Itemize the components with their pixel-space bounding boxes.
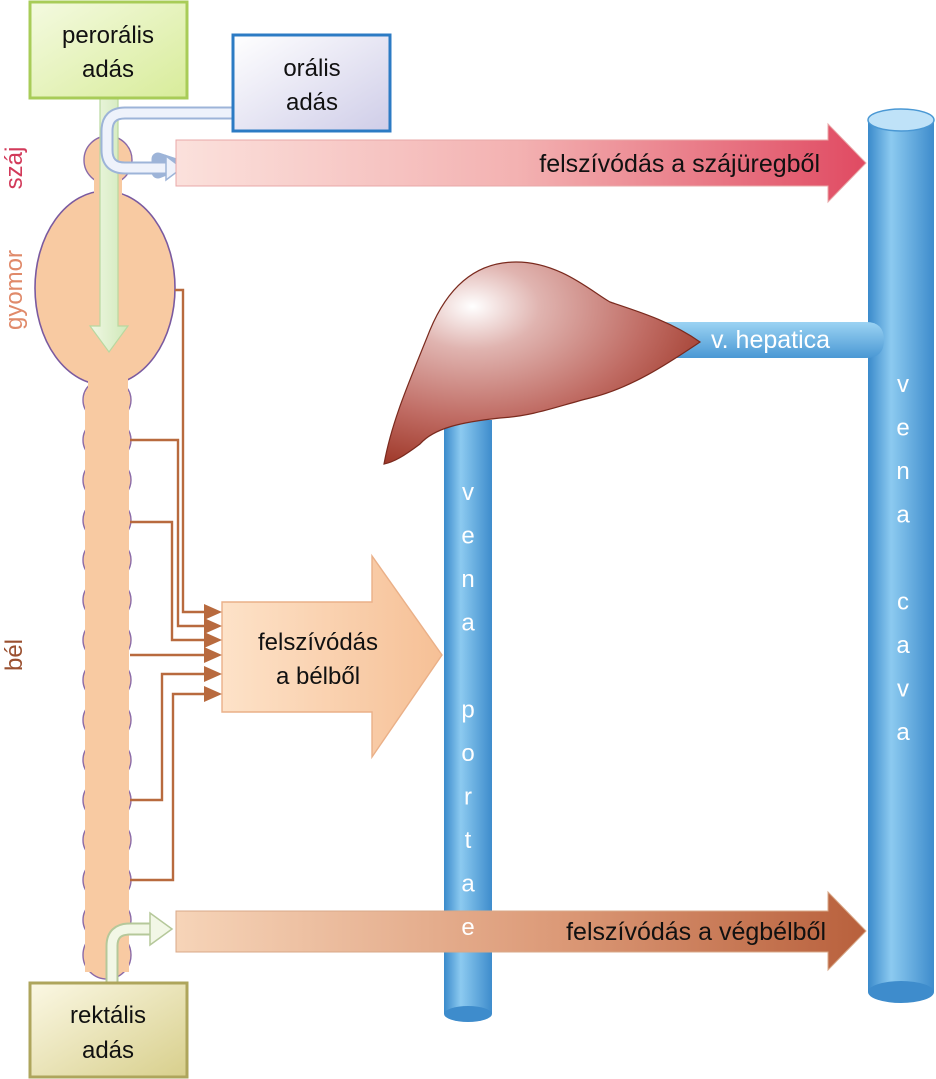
portae-letter: e xyxy=(461,914,474,941)
portae-letter: n xyxy=(461,566,474,593)
mouth-absorption-arrow xyxy=(175,122,867,204)
cava-letter: n xyxy=(896,458,909,485)
rectal-absorption-label: felszívódás a végbélből xyxy=(566,918,826,946)
vena-hepatica xyxy=(640,322,884,358)
rectal-absorption-arrow xyxy=(175,890,867,972)
portae-letter: v xyxy=(462,479,474,506)
gut-absorption-label-1: felszívódás xyxy=(258,629,378,656)
gut-absorption-label-2: a bélből xyxy=(276,663,360,690)
peroral-administration-box: perorális adás xyxy=(28,0,189,100)
rectal-label-2: adás xyxy=(82,1037,134,1064)
gut-absorption-arrow xyxy=(221,553,443,760)
oral-administration-box: orális adás xyxy=(231,33,392,133)
portae-letter: a xyxy=(461,871,475,898)
cava-letter: a xyxy=(896,632,910,659)
hepatica-label: v. hepatica xyxy=(711,326,830,354)
cava-letter: e xyxy=(896,415,909,442)
stomach-label: gyomor xyxy=(1,250,28,330)
portae-letter: p xyxy=(461,697,474,724)
portae-letter: e xyxy=(461,523,474,550)
peroral-label-2: adás xyxy=(82,56,134,83)
cava-letter: a xyxy=(896,719,910,746)
gi-tract xyxy=(34,135,176,980)
mouth-label: száj xyxy=(1,147,28,190)
cava-letter: a xyxy=(896,502,910,529)
cava-letter: v xyxy=(897,676,909,703)
cava-letter: v xyxy=(897,371,909,398)
cava-letter: c xyxy=(897,589,909,616)
rectal-administration-box: rektális adás xyxy=(28,981,189,1079)
gut-connectors xyxy=(130,288,206,882)
peroral-label-1: perorális xyxy=(62,22,154,49)
mouth-absorption-label: felszívódás a szájüregből xyxy=(539,150,820,178)
portae-letter: o xyxy=(461,740,474,767)
portae-letter: t xyxy=(465,827,472,854)
intestine-label: bél xyxy=(1,639,28,671)
rectal-label-1: rektális xyxy=(70,1002,146,1029)
liver xyxy=(383,261,702,465)
oral-label-1: orális xyxy=(283,55,340,82)
oral-label-2: adás xyxy=(286,89,338,116)
portae-letter: r xyxy=(464,784,472,811)
peroral-path-arrow xyxy=(88,97,130,354)
gut-connector-heads xyxy=(204,604,222,702)
vena-cava xyxy=(867,108,935,1003)
portae-letter: a xyxy=(461,610,475,637)
